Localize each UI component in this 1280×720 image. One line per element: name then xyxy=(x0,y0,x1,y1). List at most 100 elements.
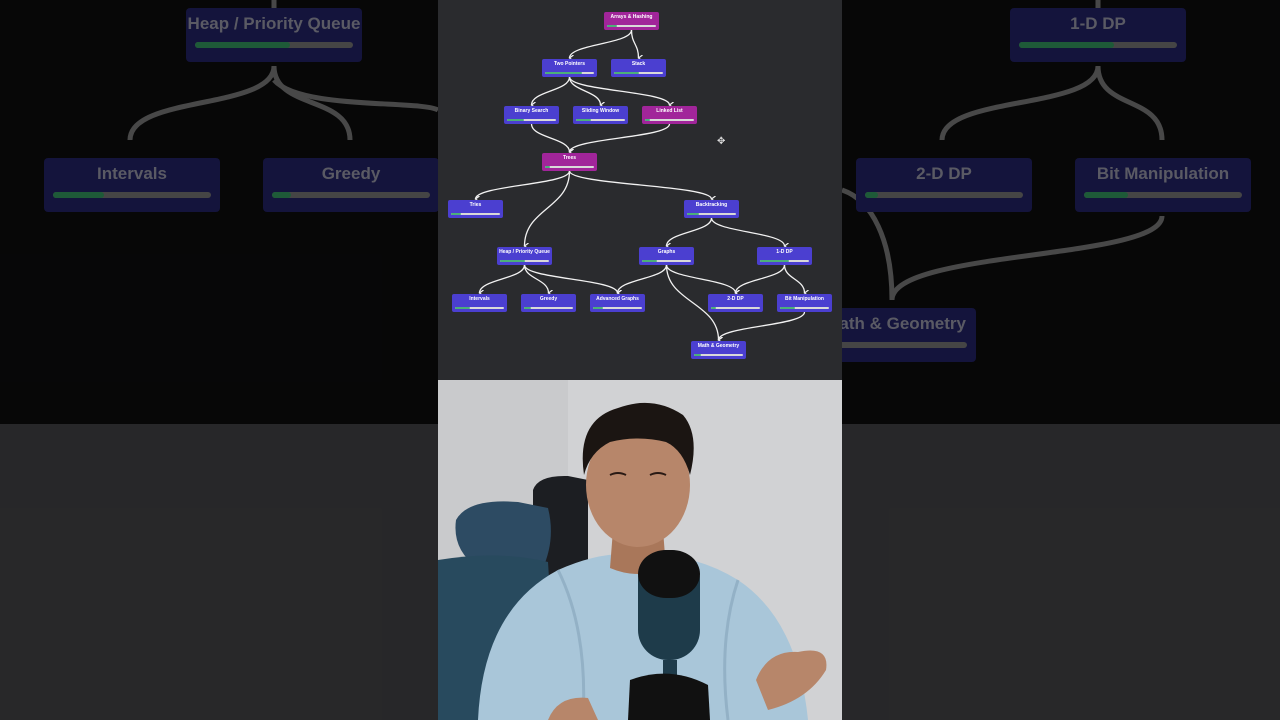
progress-bar xyxy=(593,306,642,309)
move-cursor-icon: ✥ xyxy=(717,136,726,147)
roadmap-node-backtracking[interactable]: Backtracking xyxy=(684,200,739,218)
background-2d-dp-node: 2-D DP xyxy=(856,158,1032,212)
hair xyxy=(582,402,694,475)
progress-fill xyxy=(507,118,525,121)
roadmap-node-label: Linked List xyxy=(656,108,683,114)
background-left-zoom: Heap / Priority Queue Intervals Greedy xyxy=(0,0,438,720)
roadmap-node-bitmanip[interactable]: Bit Manipulation xyxy=(777,294,832,312)
roadmap-node-label: 1-D DP xyxy=(776,249,793,255)
progress-bar xyxy=(780,306,829,309)
progress-fill xyxy=(451,212,461,215)
roadmap-edge-trees-backtracking xyxy=(568,170,712,199)
roadmap-node-twoptr[interactable]: Two Pointers xyxy=(542,59,597,77)
progress-bar xyxy=(545,71,594,74)
roadmap-node-greedy[interactable]: Greedy xyxy=(521,294,576,312)
progress-bar xyxy=(642,259,691,262)
progress-bar xyxy=(614,71,663,74)
progress-bar xyxy=(576,118,625,121)
roadmap-node-trees[interactable]: Trees xyxy=(542,153,597,171)
roadmap-edge-graphs-advgraphs xyxy=(618,264,668,293)
roadmap-node-graphs[interactable]: Graphs xyxy=(639,247,694,265)
right-hand xyxy=(756,650,827,710)
roadmap-node-label: Intervals xyxy=(469,296,490,302)
progress-bar xyxy=(507,118,556,121)
background-intervals-node: Intervals xyxy=(44,158,220,212)
roadmap-node-label: Greedy xyxy=(539,296,558,302)
progress-bar xyxy=(500,259,549,262)
background-math-node: ath & Geometry xyxy=(842,308,976,362)
roadmap-edge-twoptr-binsearch xyxy=(532,76,571,105)
progress-fill xyxy=(545,71,582,74)
roadmap-edge-twoptr-sliding xyxy=(568,76,601,105)
background-intervals-label: Intervals xyxy=(97,164,167,183)
roadmap-node-arrays[interactable]: Arrays & Hashing xyxy=(604,12,659,30)
roadmap-node-dp2[interactable]: 2-D DP xyxy=(708,294,763,312)
background-1d-dp-label: 1-D DP xyxy=(1070,14,1126,33)
progress-bar xyxy=(451,212,500,215)
roadmap-node-label: Backtracking xyxy=(695,202,728,208)
roadmap-node-label: Sliding Window xyxy=(581,108,620,114)
progress-bar xyxy=(645,118,694,121)
roadmap-edge-binsearch-trees xyxy=(530,123,570,152)
roadmap-node-label: Arrays & Hashing xyxy=(610,14,653,20)
progress-fill xyxy=(455,306,470,309)
progress-fill xyxy=(607,24,617,27)
progress-fill xyxy=(614,71,639,74)
roadmap-node-heap[interactable]: Heap / Priority Queue xyxy=(497,247,552,265)
background-bit-manipulation-node: Bit Manipulation xyxy=(1075,158,1251,212)
progress-fill xyxy=(694,353,702,356)
roadmap-node-linked[interactable]: Linked List xyxy=(642,106,697,124)
roadmap-node-math[interactable]: Math & Geometry xyxy=(691,341,746,359)
background-heap-node: Heap / Priority Queue xyxy=(186,8,362,62)
progress-bar xyxy=(455,306,504,309)
roadmap-node-sliding[interactable]: Sliding Window xyxy=(573,106,628,124)
background-left-video-blur xyxy=(0,424,438,720)
roadmap-node-label: Binary Search xyxy=(514,108,549,114)
progress-bar xyxy=(711,306,760,309)
roadmap-node-stack[interactable]: Stack xyxy=(611,59,666,77)
roadmap-node-label: Tries xyxy=(469,202,482,208)
roadmap-edge-graphs-dp2 xyxy=(665,264,736,293)
roadmap-node-label: Bit Manipulation xyxy=(785,296,824,302)
roadmap-node-label: Trees xyxy=(562,155,577,161)
roadmap-node-label: Math & Geometry xyxy=(697,343,740,349)
roadmap-node-intervals[interactable]: Intervals xyxy=(452,294,507,312)
background-math-label: ath & Geometry xyxy=(842,314,966,333)
roadmap-node-label: Two Pointers xyxy=(553,61,586,67)
roadmap-node-label: Stack xyxy=(631,61,646,67)
progress-fill xyxy=(524,306,532,309)
roadmap-edge-backtracking-graphs xyxy=(667,217,713,246)
background-right-edges xyxy=(842,0,1165,301)
background-bit-manipulation-label: Bit Manipulation xyxy=(1096,164,1230,183)
roadmap-node-label: Advanced Graphs xyxy=(596,296,639,302)
progress-fill xyxy=(576,118,591,121)
roadmap-node-tries[interactable]: Tries xyxy=(448,200,503,218)
roadmap-node-advgraphs[interactable]: Advanced Graphs xyxy=(590,294,645,312)
background-greedy-label: Greedy xyxy=(321,164,381,183)
progress-fill xyxy=(711,306,716,309)
roadmap-edge-dp1-dp2 xyxy=(736,264,786,293)
roadmap-node-label: 2-D DP xyxy=(727,296,744,302)
roadmap-edges xyxy=(438,29,842,380)
background-heap-label: Heap / Priority Queue xyxy=(187,14,361,33)
roadmap-edge-group xyxy=(476,29,805,340)
progress-fill xyxy=(687,212,700,215)
roadmap-edge-twoptr-linked xyxy=(568,76,670,105)
roadmap-node-label: Graphs xyxy=(657,249,676,255)
face xyxy=(586,423,690,547)
roadmap-edge-heap-intervals xyxy=(480,264,526,293)
presenter-video-frame xyxy=(438,380,842,720)
progress-fill xyxy=(780,306,795,309)
progress-fill xyxy=(642,259,657,262)
progress-fill xyxy=(760,259,790,262)
roadmap-node-dp1[interactable]: 1-D DP xyxy=(757,247,812,265)
progress-bar xyxy=(760,259,809,262)
roadmap-edge-arrays-twoptr xyxy=(570,29,633,58)
progress-bar xyxy=(545,165,594,168)
webcam-video xyxy=(438,380,842,720)
roadmap-edge-heap-greedy xyxy=(523,264,549,293)
background-right-video-blur xyxy=(842,424,1280,720)
progress-fill xyxy=(593,306,603,309)
roadmap-edge-trees-tries xyxy=(476,170,571,199)
roadmap-node-binsearch[interactable]: Binary Search xyxy=(504,106,559,124)
